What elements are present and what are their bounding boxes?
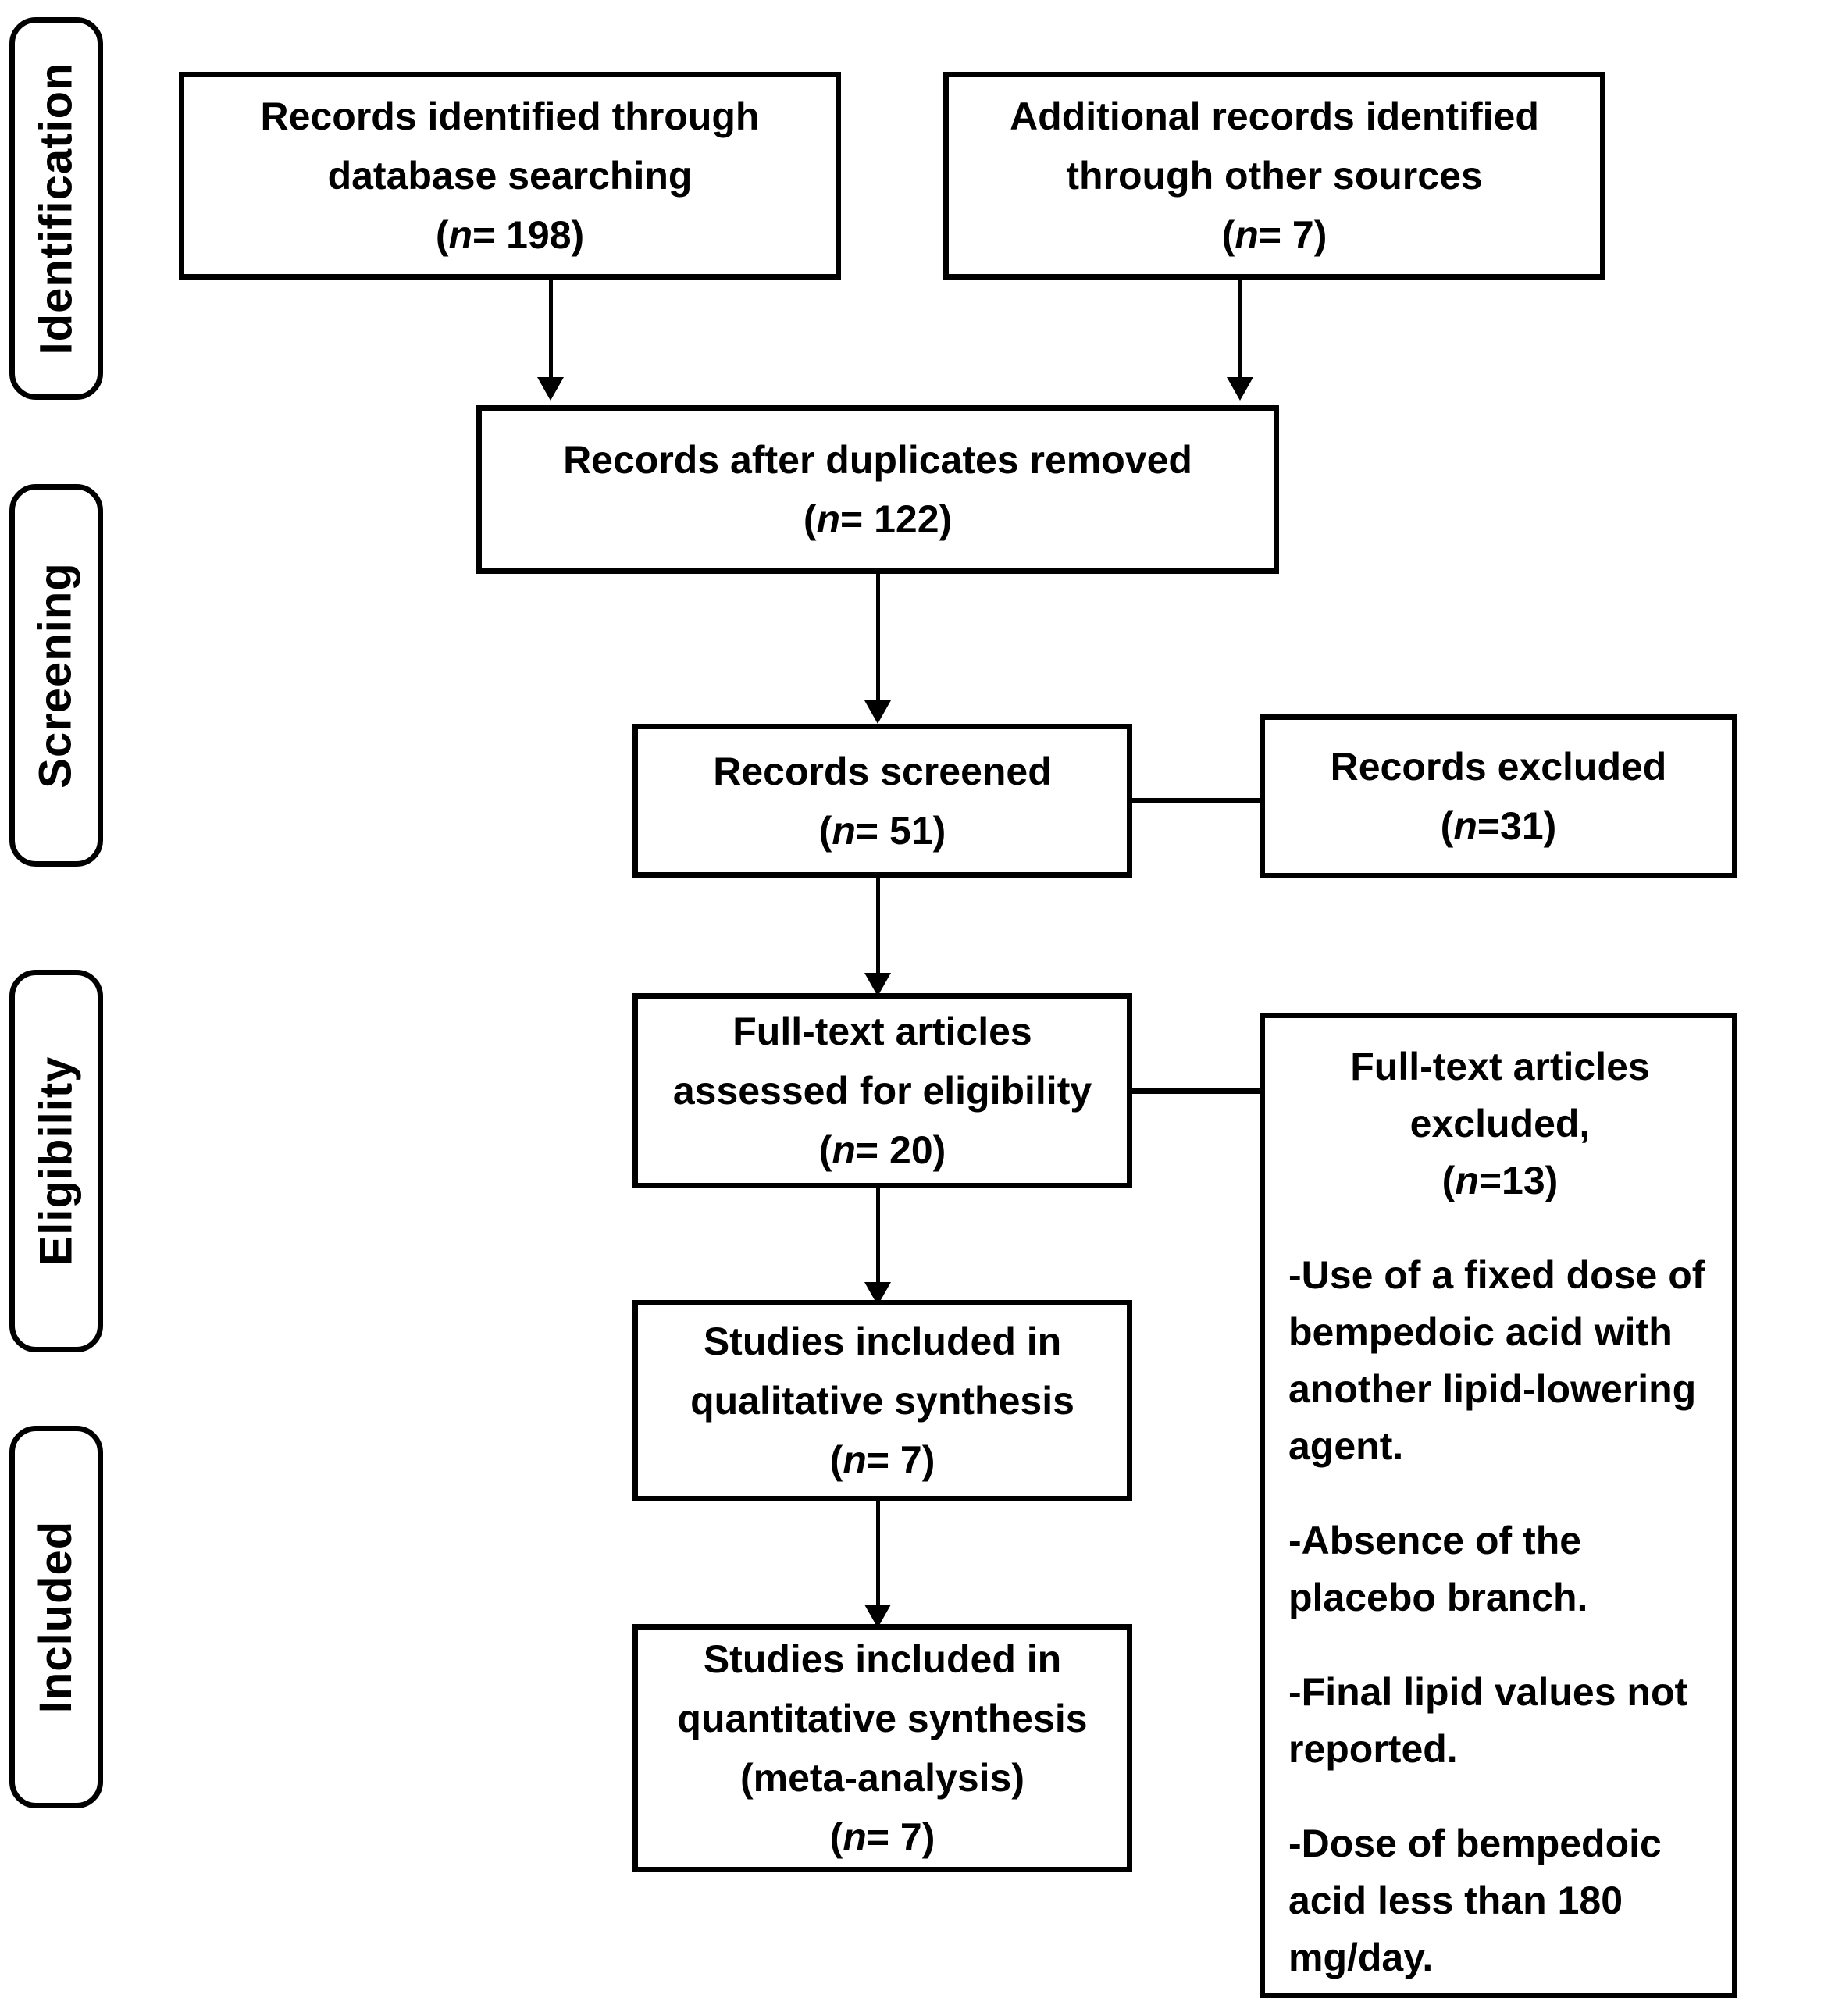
count-value: =31) <box>1477 804 1557 848</box>
box-fulltext-excluded-count: (n=13) <box>1441 1159 1559 1202</box>
box-records-after-duplicates-line1: Records after duplicates removed <box>563 438 1192 482</box>
italic-n: n <box>843 1815 867 1859</box>
box-records-excluded: Records excluded (n=31) <box>1260 714 1737 878</box>
count-value: = 7) <box>1258 213 1327 257</box>
phase-label-screening-text: Screening <box>30 562 81 789</box>
box-records-screened: Records screened (n= 51) <box>632 724 1132 878</box>
connector-qualitative-to-quantitative <box>876 1501 880 1605</box>
box-records-after-duplicates-count: (n= 122) <box>803 497 953 541</box>
italic-n: n <box>1235 213 1259 257</box>
count-value: = 198) <box>472 213 585 257</box>
box-records-after-duplicates: Records after duplicates removed (n= 122… <box>476 405 1279 574</box>
box-quantitative-synthesis: Studies included in quantitative synthes… <box>632 1624 1132 1872</box>
italic-n: n <box>816 497 841 541</box>
box-qualitative-synthesis-count: (n= 7) <box>829 1438 935 1482</box>
box-records-identified-other-line1: Additional records identified <box>1010 94 1539 138</box>
connector-other-to-duplicates <box>1238 280 1242 377</box>
connector-screened-to-excluded <box>1132 798 1260 803</box>
box-records-screened-line1: Records screened <box>713 749 1052 793</box>
box-records-identified-database: Records identified through database sear… <box>179 72 841 280</box>
count-value: = 7) <box>866 1438 935 1482</box>
box-records-identified-database-count: (n= 198) <box>435 213 585 257</box>
connector-database-to-duplicates <box>549 280 553 377</box>
arrowhead-screened-to-fulltext <box>864 973 891 996</box>
box-fulltext-excluded-reasons: Full-text articles excluded, (n=13) -Use… <box>1260 1013 1737 1998</box>
box-records-excluded-line1: Records excluded <box>1330 745 1667 789</box>
phase-label-screening: Screening <box>9 484 103 867</box>
exclusion-reason-item: -Absence of the placebo branch. <box>1288 1519 1588 1619</box>
box-fulltext-assessed-count: (n= 20) <box>818 1128 946 1172</box>
count-value: = 20) <box>855 1128 946 1172</box>
connector-fulltext-to-excluded <box>1132 1088 1260 1094</box>
italic-n: n <box>1453 804 1477 848</box>
phase-label-identification: Identification <box>9 17 103 400</box>
box-records-screened-count: (n= 51) <box>818 808 946 853</box>
box-records-identified-database-line2: database searching <box>327 154 693 198</box>
box-quantitative-synthesis-line2: quantitative synthesis <box>677 1697 1088 1740</box>
count-value: = 7) <box>866 1815 935 1859</box>
phase-label-included-text: Included <box>30 1520 81 1714</box>
box-records-identified-database-line1: Records identified through <box>260 94 760 138</box>
box-qualitative-synthesis: Studies included in qualitative synthesi… <box>632 1300 1132 1501</box>
box-records-identified-other-line2: through other sources <box>1066 154 1483 198</box>
box-records-identified-other: Additional records identified through ot… <box>943 72 1605 280</box>
italic-n: n <box>832 1128 856 1172</box>
exclusion-reason-item: -Final lipid values not reported. <box>1288 1670 1688 1771</box>
box-qualitative-synthesis-line1: Studies included in <box>703 1320 1062 1363</box>
arrowhead-other-to-duplicates <box>1227 377 1253 401</box>
connector-duplicates-to-screened <box>876 574 880 700</box>
box-records-excluded-count: (n=31) <box>1440 804 1557 848</box>
italic-n: n <box>832 808 856 853</box>
box-fulltext-assessed-line2: assessed for eligibility <box>672 1069 1092 1113</box>
box-fulltext-assessed: Full-text articles assessed for eligibil… <box>632 993 1132 1188</box>
count-value: =13) <box>1478 1159 1559 1202</box>
italic-n: n <box>1455 1159 1479 1202</box>
count-value: = 51) <box>855 808 946 853</box>
connector-fulltext-to-qualitative <box>876 1188 880 1282</box>
box-quantitative-synthesis-line1: Studies included in <box>703 1637 1062 1681</box>
arrowhead-duplicates-to-screened <box>864 700 891 724</box>
italic-n: n <box>843 1438 867 1482</box>
box-fulltext-excluded-heading: Full-text articles excluded, <box>1350 1045 1650 1145</box>
box-fulltext-assessed-line1: Full-text articles <box>732 1010 1032 1053</box>
arrowhead-database-to-duplicates <box>537 377 564 401</box>
phase-label-included: Included <box>9 1426 103 1808</box>
phase-label-identification-text: Identification <box>30 62 82 355</box>
box-records-identified-other-count: (n= 7) <box>1221 213 1327 257</box>
exclusion-reason-item: -Dose of bempedoic acid less than 180 mg… <box>1288 1822 1662 1979</box>
count-value: = 122) <box>840 497 953 541</box>
connector-screened-to-fulltext <box>876 878 880 973</box>
box-qualitative-synthesis-line2: qualitative synthesis <box>690 1379 1074 1423</box>
phase-label-eligibility: Eligibility <box>9 970 103 1352</box>
exclusion-reason-item: -Use of a fixed dose of bempedoic acid w… <box>1288 1253 1705 1468</box>
box-quantitative-synthesis-count: (n= 7) <box>829 1815 935 1859</box>
box-quantitative-synthesis-line3: (meta-analysis) <box>739 1756 1025 1800</box>
italic-n: n <box>448 213 473 257</box>
phase-label-eligibility-text: Eligibility <box>30 1056 81 1266</box>
